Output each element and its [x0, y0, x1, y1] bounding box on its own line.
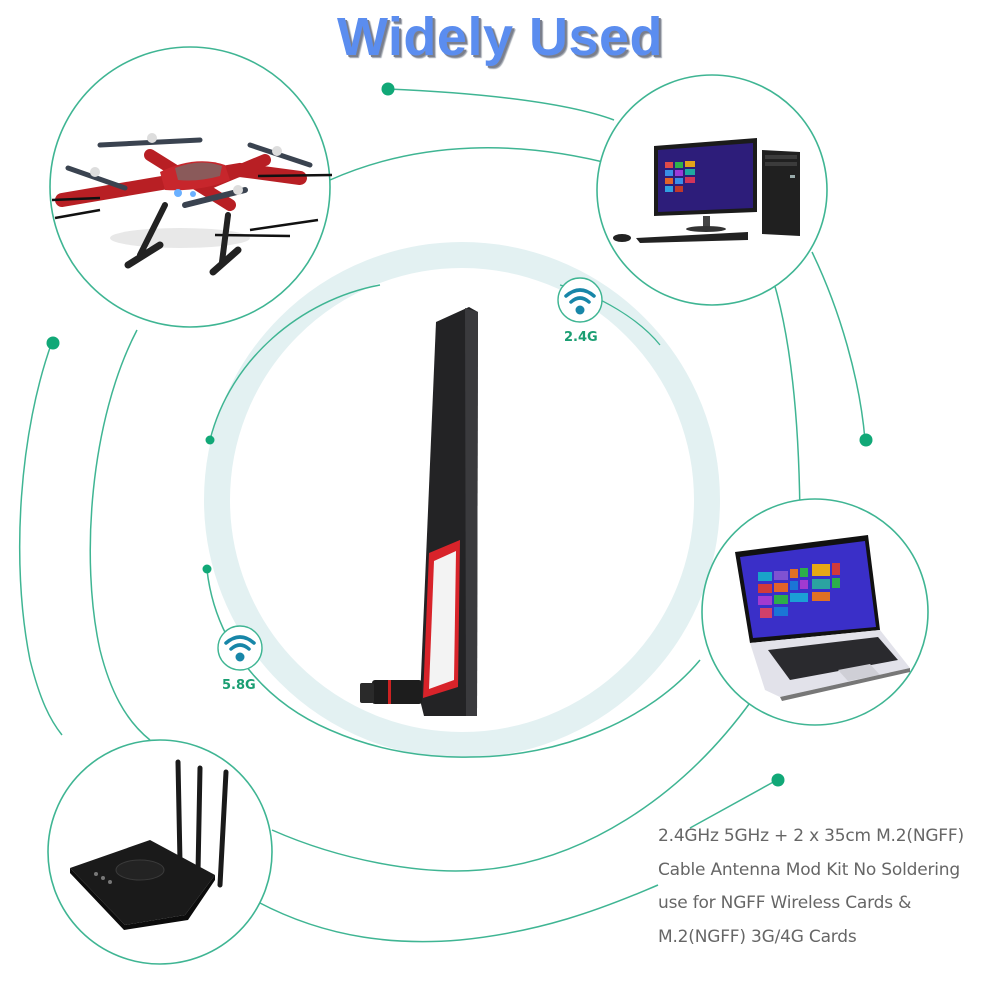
- product-caption: 2.4GHz 5GHz + 2 x 35cm M.2(NGFF) Cable A…: [658, 820, 998, 954]
- connector-dot: [46, 336, 60, 350]
- wifi-icon: [564, 288, 596, 304]
- router-icon: [70, 759, 229, 930]
- band-label-2-4g: 2.4G: [564, 330, 598, 345]
- connector-dot: [205, 435, 215, 445]
- connector-dot: [202, 564, 212, 574]
- desktop-computer-icon: [613, 138, 800, 243]
- caption-line: Cable Antenna Mod Kit No Soldering: [658, 859, 960, 880]
- caption-line: 2.4GHz 5GHz + 2 x 35cm M.2(NGFF): [658, 826, 964, 846]
- center-ring: [204, 242, 720, 758]
- page-title: Widely Used: [336, 7, 664, 67]
- caption-line: use for NGFF Wireless Cards &: [658, 893, 912, 913]
- band-badge-2-4g: [557, 277, 603, 323]
- connector-dot: [859, 433, 873, 447]
- laptop-icon: [735, 535, 910, 701]
- band-badge-5-8g: [217, 625, 263, 671]
- band-label-5-8g: 5.8G: [222, 678, 256, 693]
- connector-dot: [771, 773, 785, 787]
- antenna-product: [360, 307, 478, 716]
- wifi-icon: [224, 635, 256, 651]
- drone-icon: [51, 133, 333, 276]
- connector-dot: [381, 82, 395, 96]
- caption-line: M.2(NGFF) 3G/4G Cards: [658, 926, 857, 947]
